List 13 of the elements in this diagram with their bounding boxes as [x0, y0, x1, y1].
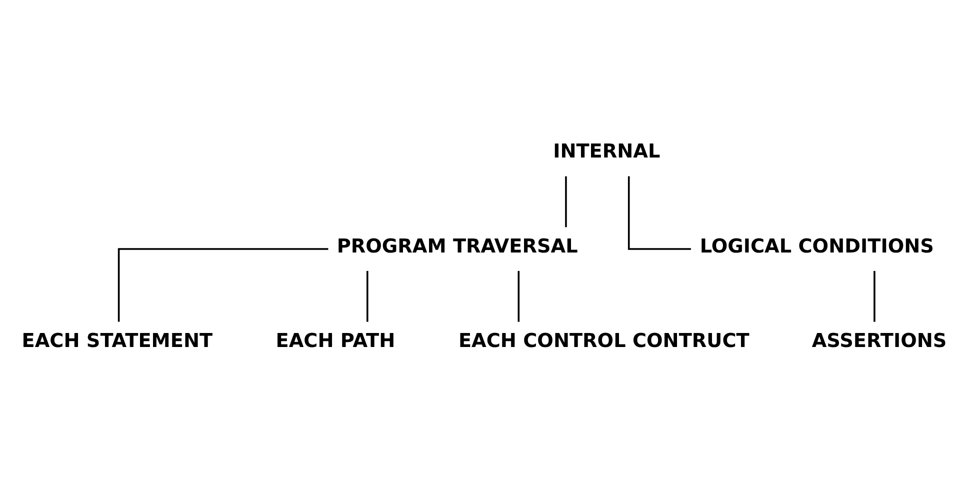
- connector: [118, 248, 328, 322]
- node-text: LOGICAL CONDITIONS: [700, 234, 934, 258]
- connector: [628, 176, 691, 250]
- connector: [518, 270, 520, 322]
- node-text: PROGRAM TRAVERSAL: [336, 234, 578, 258]
- node-text: EACH PATH: [276, 329, 396, 352]
- connector: [366, 270, 368, 322]
- node-text: EACH CONTROL CONTRUCT: [458, 329, 750, 352]
- node-text: EACH STATEMENT: [22, 329, 213, 352]
- node-text: ASSERTIONS: [812, 329, 947, 352]
- node-text: INTERNAL: [553, 140, 660, 163]
- connector: [874, 270, 876, 322]
- connector: [565, 176, 567, 228]
